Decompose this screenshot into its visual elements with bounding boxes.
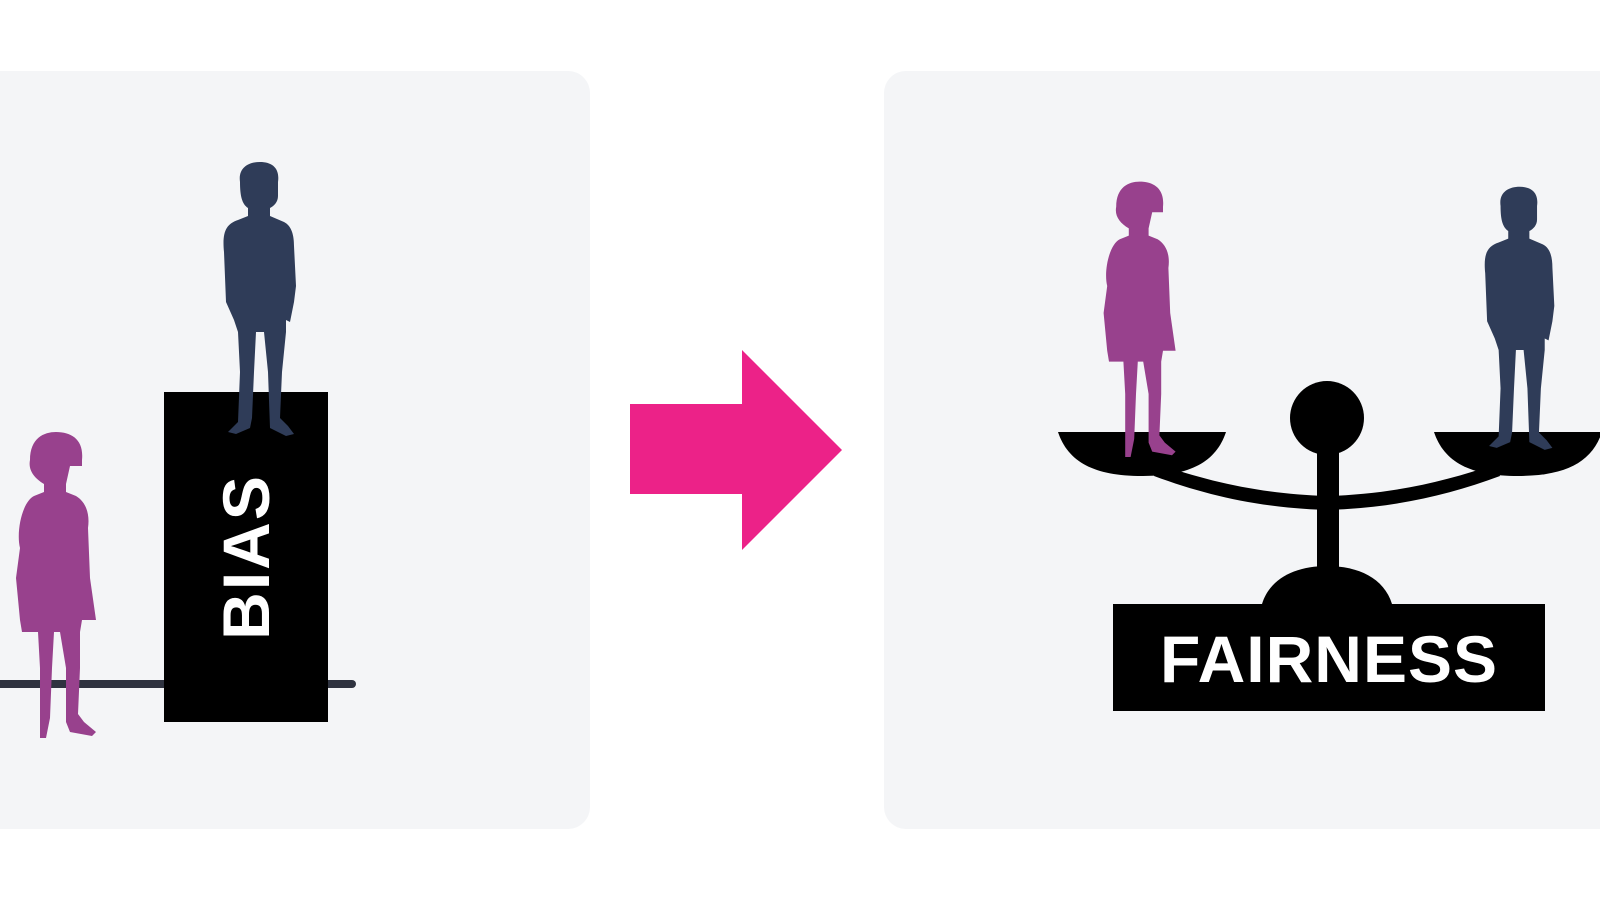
right-arrow-icon	[630, 350, 842, 550]
bias-block	[164, 392, 328, 722]
bias-label: BIAS	[209, 474, 283, 640]
fairness-block	[1113, 604, 1545, 711]
woman-figure-icon	[1103, 181, 1176, 457]
woman-figure-icon	[16, 432, 96, 738]
fairness-label: FAIRNESS	[1160, 622, 1498, 696]
balance-scale-icon	[1058, 381, 1600, 604]
man-figure-icon	[1484, 186, 1555, 450]
